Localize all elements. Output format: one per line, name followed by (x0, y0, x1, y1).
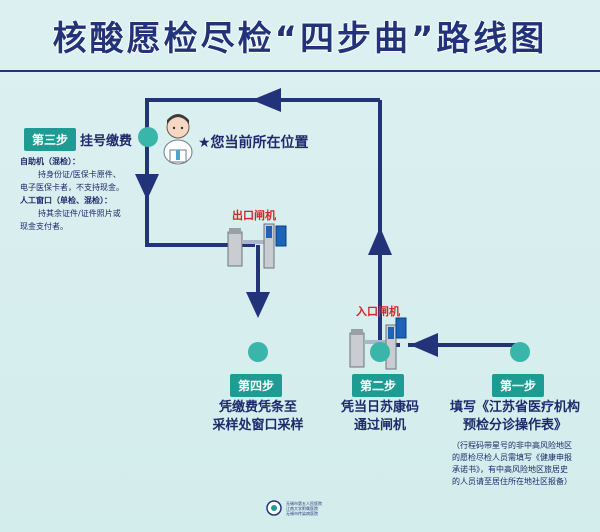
manual-window-line1: 持其余证件/证件照片或 (38, 209, 121, 218)
you-are-here-label: ★您当前所在位置 (198, 135, 309, 151)
step1-note-line1: （行程码带星号的非中高风险地区 (452, 441, 572, 450)
arrow-up-icon (368, 227, 392, 255)
hospital-name-block: 无锡市第五人民医院 江南大学附属医院 无锡市传染病医院 (286, 501, 322, 516)
step1-badge: 第一步 (492, 374, 545, 397)
step1-line1: 填写《江苏省医疗机构 (449, 400, 580, 415)
step4-node (248, 342, 268, 362)
step2-text: 凭当日苏康码 通过闸机 (320, 399, 440, 435)
self-machine-line2: 电子医保卡者，不支持现金。 (20, 183, 124, 192)
hospital-name-line2: 江南大学附属医院 (286, 505, 318, 511)
entry-gate-icon (349, 317, 407, 370)
step1-node (510, 342, 530, 362)
manual-window-title: 人工窗口（单检、混检）： (20, 196, 112, 205)
step3-node (138, 127, 158, 147)
step4-line1: 凭缴费凭条至 (218, 400, 297, 415)
hospital-emblem-icon (266, 500, 282, 516)
arrow-left-icon (410, 333, 438, 357)
arrow-down-icon (135, 174, 159, 200)
title-divider (0, 70, 600, 72)
hospital-logo: 无锡市第五人民医院 江南大学附属医院 无锡市传染病医院 (266, 500, 322, 516)
step1-note-line2: 的愿检尽检人员需填写《健康申报 (452, 453, 572, 462)
hospital-name-line3: 无锡市传染病医院 (286, 510, 318, 516)
arrow-left-icon (252, 88, 281, 112)
arrow-down-icon (246, 292, 270, 318)
entry-gate-label: 入口闸机 (356, 305, 400, 318)
hospital-name-line1: 无锡市第五人民医院 (286, 500, 322, 506)
step3-heading: 挂号缴费 (80, 134, 133, 149)
step3-badge: 第三步 (24, 128, 77, 151)
step2-line2: 通过闸机 (353, 418, 406, 433)
doctor-icon (163, 114, 193, 165)
step4-line2: 采样处窗口采样 (212, 418, 304, 433)
manual-window-line2: 现金支付者。 (20, 222, 68, 231)
step2-line1: 凭当日苏康码 (340, 400, 419, 415)
step1-note: （行程码带星号的非中高风险地区 的愿检尽检人员需填写《健康申报 承诺书》，有中高… (452, 440, 572, 488)
self-machine-line1: 持身份证/医保卡原件、 (38, 170, 121, 179)
step1-text: 填写《江苏省医疗机构 预检分诊操作表》 (440, 399, 590, 435)
step2-badge: 第二步 (352, 374, 405, 397)
step2-node (370, 342, 390, 362)
exit-gate-label: 出口闸机 (232, 209, 276, 222)
step4-badge: 第四步 (230, 374, 283, 397)
step1-note-line3: 承诺书》，有中高风险地区旅居史 (452, 465, 568, 474)
step1-note-line4: 的人员请至居住所在地社区报备） (452, 477, 572, 486)
exit-gate-icon (227, 223, 287, 269)
self-machine-title: 自助机（混检）： (20, 157, 80, 166)
step1-line2: 预检分诊操作表》 (462, 418, 567, 433)
page-title: 核酸愿检尽检“四步曲”路线图 (52, 18, 548, 59)
step4-text: 凭缴费凭条至 采样处窗口采样 (198, 399, 318, 435)
